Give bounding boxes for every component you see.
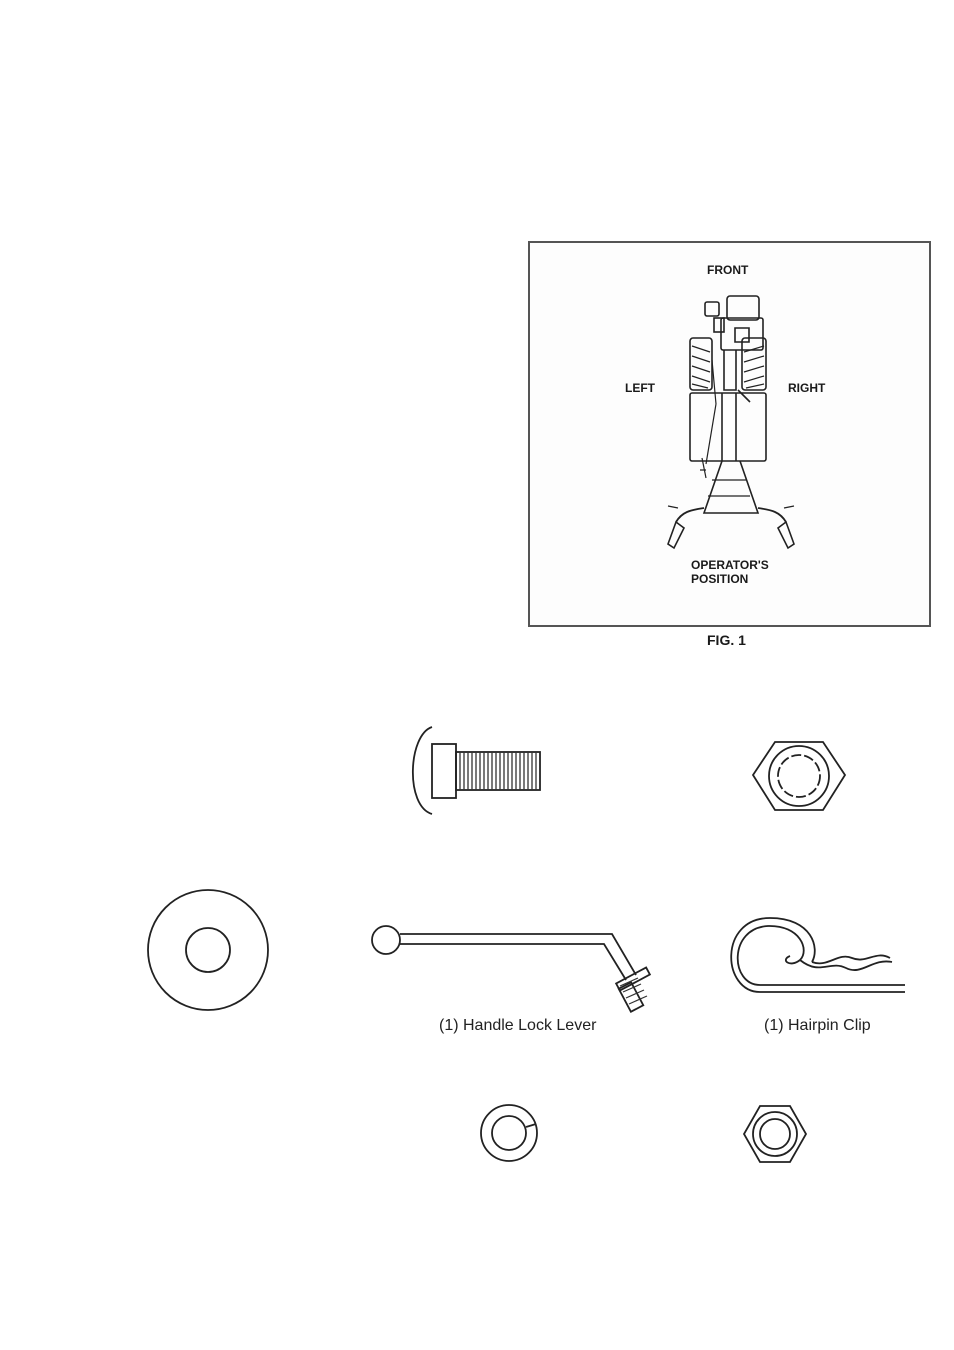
hex-nut-small-drawing	[0, 0, 954, 1350]
